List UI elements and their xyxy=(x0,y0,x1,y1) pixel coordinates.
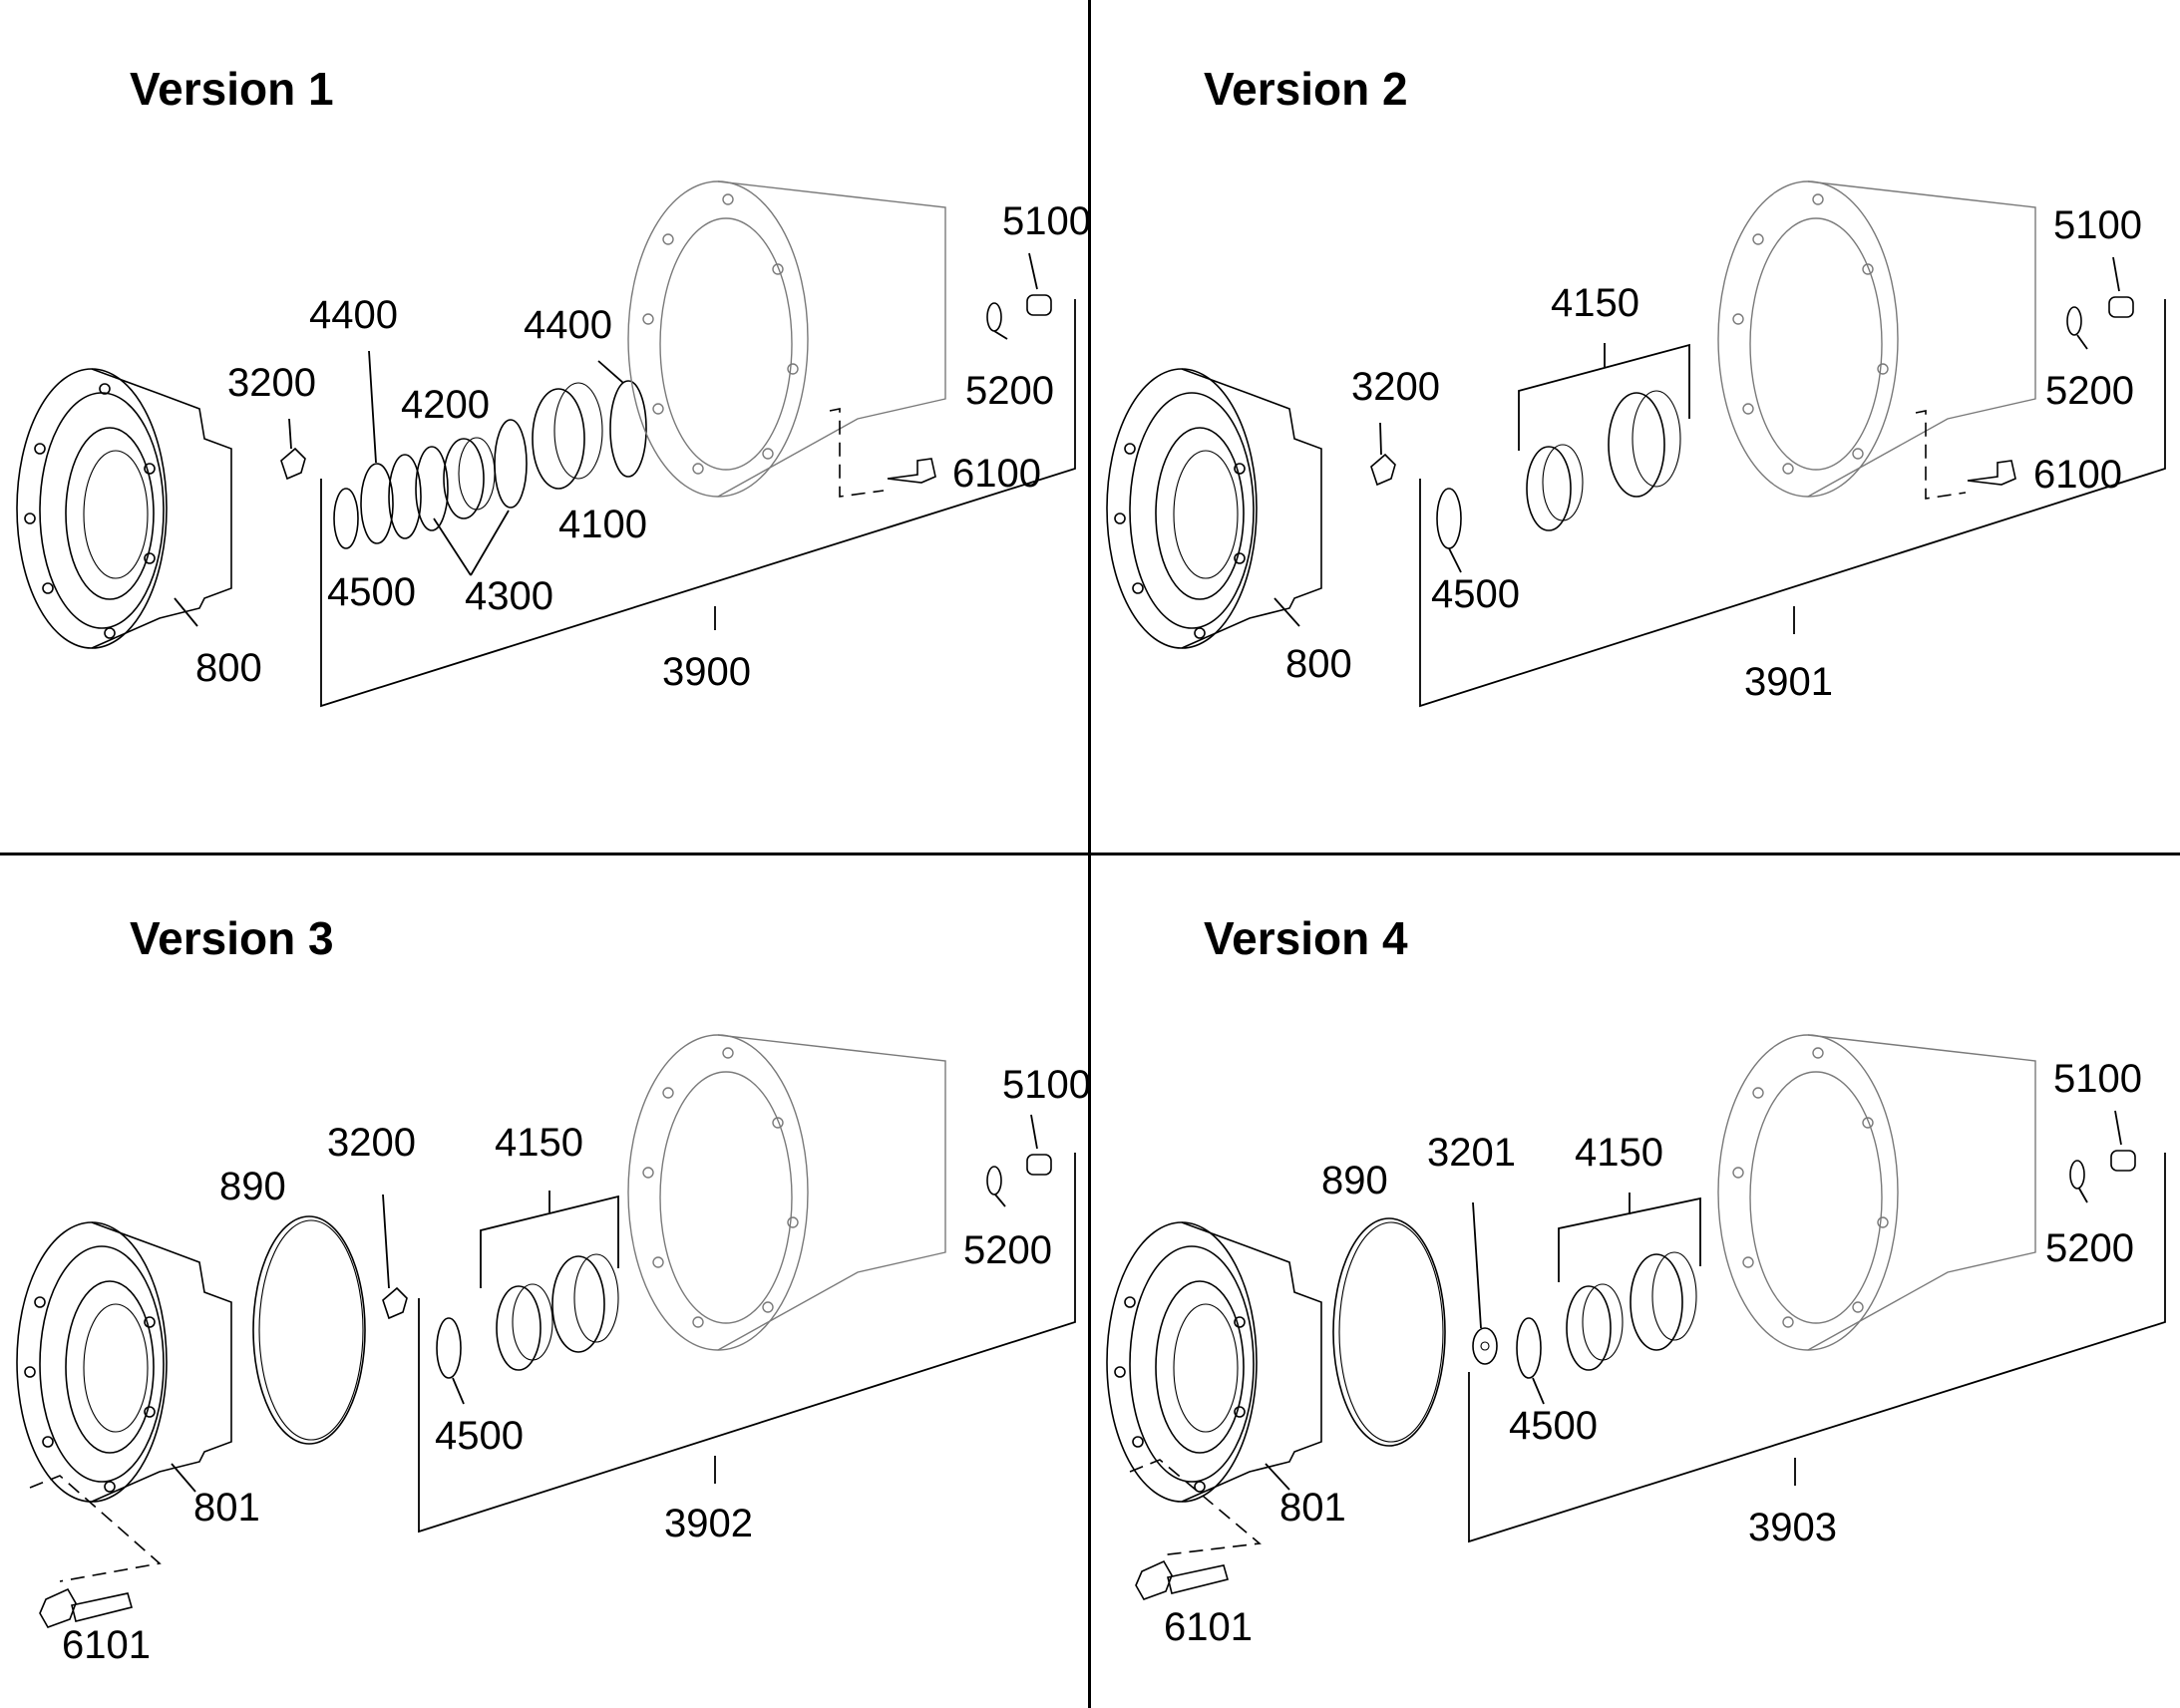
callout-3901: 3901 xyxy=(1744,660,1833,704)
callout-4400: 4400 xyxy=(524,303,612,347)
bearing-inner xyxy=(1566,1285,1612,1371)
hex-bolt xyxy=(1135,1559,1229,1600)
panel-version-2: Version 2 xyxy=(1090,0,2180,854)
callout-3902: 3902 xyxy=(664,1502,753,1545)
bearing-outer xyxy=(1630,1253,1683,1351)
callout-4500: 4500 xyxy=(327,570,416,614)
hub-housing xyxy=(1106,1221,1322,1503)
callout-3200: 3200 xyxy=(1351,365,1440,409)
callout-3900: 3900 xyxy=(662,650,751,694)
shim-ring xyxy=(360,463,394,544)
callout-4100: 4100 xyxy=(558,503,647,546)
callout-800: 800 xyxy=(1285,642,1352,686)
callout-4150: 4150 xyxy=(495,1121,583,1165)
version-2-drawing xyxy=(1106,180,2166,708)
hub-housing xyxy=(1106,368,1322,649)
o-ring xyxy=(2069,1160,2085,1190)
panel-version-4: Version 4 xyxy=(1090,854,2180,1707)
callout-4400: 4400 xyxy=(309,293,398,337)
callout-890: 890 xyxy=(1321,1159,1388,1202)
callout-3200: 3200 xyxy=(327,1121,416,1165)
version-4-drawing xyxy=(1106,1034,2166,1600)
bearing-outer xyxy=(551,1255,605,1353)
callout-3200: 3200 xyxy=(227,361,316,405)
bearing-inner xyxy=(443,438,485,519)
retaining-ring xyxy=(1436,488,1462,549)
callout-5200: 5200 xyxy=(965,369,1054,413)
callout-4500: 4500 xyxy=(1431,572,1520,616)
callout-4150: 4150 xyxy=(1551,281,1639,325)
shim-ring xyxy=(494,419,528,509)
tab-washer xyxy=(1370,453,1396,487)
screw-plug xyxy=(2108,296,2134,318)
o-ring xyxy=(986,302,1002,332)
bearing-outer xyxy=(1608,392,1665,498)
o-ring-large xyxy=(1332,1217,1446,1447)
horizontal-divider xyxy=(0,853,2180,855)
callout-3903: 3903 xyxy=(1748,1506,1837,1549)
callout-4300: 4300 xyxy=(465,574,553,618)
callout-6100: 6100 xyxy=(2033,453,2122,497)
retaining-ring xyxy=(1516,1317,1542,1379)
thrust-washer xyxy=(1472,1327,1498,1365)
callout-5200: 5200 xyxy=(2045,1226,2134,1270)
callout-5200: 5200 xyxy=(2045,369,2134,413)
screw-plug xyxy=(1026,1154,1052,1176)
screw-plug xyxy=(2110,1150,2136,1172)
retaining-ring xyxy=(333,488,359,549)
screw-plug xyxy=(1026,294,1052,316)
retaining-ring xyxy=(436,1317,462,1379)
hub-housing xyxy=(16,1221,232,1503)
cap-screw xyxy=(1967,460,2016,486)
callout-5100: 5100 xyxy=(1002,199,1090,243)
o-ring-large xyxy=(252,1215,366,1445)
callout-6101: 6101 xyxy=(62,1623,151,1667)
planet-carrier-drum xyxy=(1717,1034,2036,1351)
callout-4150: 4150 xyxy=(1575,1131,1663,1175)
o-ring xyxy=(986,1166,1002,1196)
callout-801: 801 xyxy=(193,1486,260,1530)
o-ring xyxy=(2066,306,2082,336)
callout-5100: 5100 xyxy=(1002,1063,1090,1107)
cap-screw xyxy=(887,458,936,484)
callout-801: 801 xyxy=(1279,1486,1346,1530)
bearing-inner xyxy=(496,1285,542,1371)
panel-title: Version 2 xyxy=(1204,63,1408,115)
panel-title: Version 3 xyxy=(130,912,334,964)
callout-5100: 5100 xyxy=(2053,1057,2142,1101)
version-3-drawing xyxy=(16,1034,1076,1628)
callout-5200: 5200 xyxy=(963,1228,1052,1272)
planet-carrier-drum xyxy=(1717,180,2036,498)
callout-800: 800 xyxy=(195,646,262,690)
callout-6100: 6100 xyxy=(952,452,1041,496)
hub-housing xyxy=(16,368,232,649)
tab-washer xyxy=(382,1286,408,1320)
bearing-inner xyxy=(1526,446,1572,531)
shim-ring xyxy=(388,454,422,539)
planet-carrier-drum xyxy=(627,180,946,498)
callout-3201: 3201 xyxy=(1427,1131,1516,1175)
callout-4200: 4200 xyxy=(401,383,490,427)
panel-version-3: Version 3 xyxy=(0,854,1090,1707)
callout-6101: 6101 xyxy=(1164,1605,1253,1649)
version-1-drawing xyxy=(16,180,1076,708)
planet-carrier-drum xyxy=(627,1034,946,1351)
panel-title: Version 1 xyxy=(130,63,334,115)
panel-title: Version 4 xyxy=(1204,912,1408,964)
callout-4500: 4500 xyxy=(435,1414,524,1458)
panel-version-1: Version 1 xyxy=(0,0,1090,854)
shim-ring xyxy=(415,446,449,531)
callout-4500: 4500 xyxy=(1509,1404,1598,1448)
hex-bolt xyxy=(39,1587,133,1628)
shim-ring xyxy=(609,380,647,478)
tab-washer xyxy=(280,447,306,481)
callout-5100: 5100 xyxy=(2053,203,2142,247)
bearing-outer xyxy=(532,388,585,490)
callout-890: 890 xyxy=(219,1165,286,1208)
